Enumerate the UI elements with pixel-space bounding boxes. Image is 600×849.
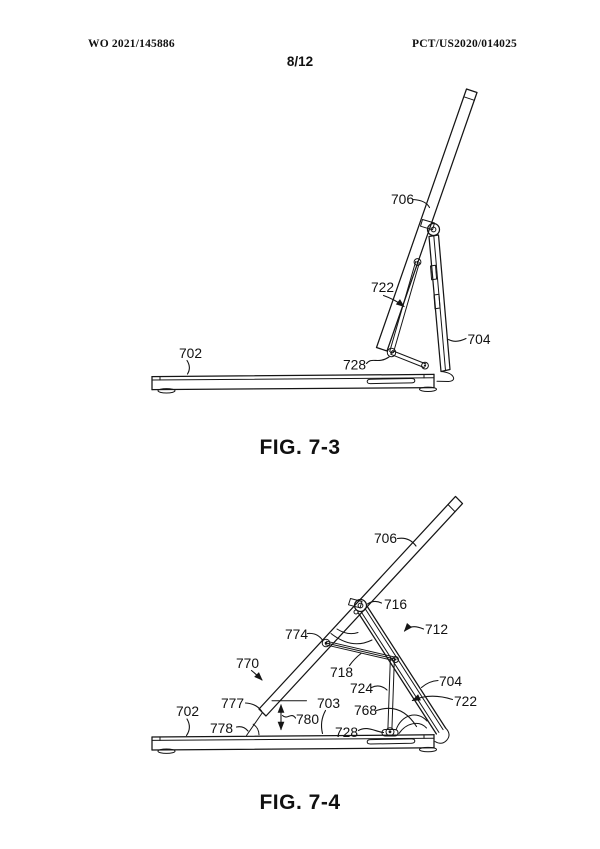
fig1-ref-706: 706 (391, 192, 414, 207)
application-number: PCT/US2020/014025 (412, 38, 517, 50)
fig-7-4-drawing: 706 716 712 774 770 718 724 704 722 777 … (151, 495, 477, 754)
fig2-ref-703: 703 (317, 696, 340, 711)
sheet-number: 8/12 (286, 54, 314, 69)
fig2-ref-774: 774 (285, 627, 308, 642)
fig1-ref-722: 722 (371, 280, 394, 295)
fig2-ref-702: 702 (176, 704, 199, 719)
fig1-kickstand (428, 234, 455, 382)
fig2-kickstand (357, 606, 450, 744)
fig-7-3-caption: FIG. 7-3 (259, 436, 341, 459)
fig1-leader-lines (186, 198, 467, 375)
fig2-ref-706: 706 (374, 531, 397, 546)
fig2-ref-718: 718 (330, 665, 353, 680)
fig2-strut (381, 657, 399, 737)
fig-7-3-drawing: 706 722 704 728 702 (151, 88, 491, 394)
fig1-ref-702: 702 (179, 346, 202, 361)
fig2-ref-728: 728 (335, 725, 358, 740)
fig1-ref-728: 728 (343, 358, 366, 373)
fig2-ref-780: 780 (296, 712, 319, 727)
fig1-lower-link (390, 350, 429, 370)
fig2-ref-724: 724 (350, 681, 373, 696)
fig-7-4-caption: FIG. 7-4 (259, 791, 341, 814)
fig2-ref-722: 722 (454, 694, 477, 709)
fig1-support-link (386, 258, 422, 358)
fig2-ref-712: 712 (425, 622, 448, 637)
publication-number: WO 2021/145886 (88, 38, 175, 50)
fig2-ref-778: 778 (210, 721, 233, 736)
fig2-ref-716: 716 (384, 597, 407, 612)
fig2-base (151, 734, 437, 754)
fig2-ref-770: 770 (236, 656, 259, 671)
fig2-upper-link (321, 638, 399, 663)
fig1-base (151, 373, 437, 394)
fig2-leader-lines (185, 537, 454, 737)
fig2-ref-777: 777 (221, 696, 244, 711)
fig2-flexible-member (395, 714, 428, 734)
fig2-dimensions (252, 700, 307, 736)
fig1-display-panel (375, 88, 478, 352)
fig2-ref-704: 704 (439, 674, 462, 689)
fig2-ref-768: 768 (354, 703, 377, 718)
fig2-display-panel (246, 495, 464, 736)
fig2-hinge (330, 598, 373, 645)
fig1-ref-704: 704 (468, 332, 491, 347)
